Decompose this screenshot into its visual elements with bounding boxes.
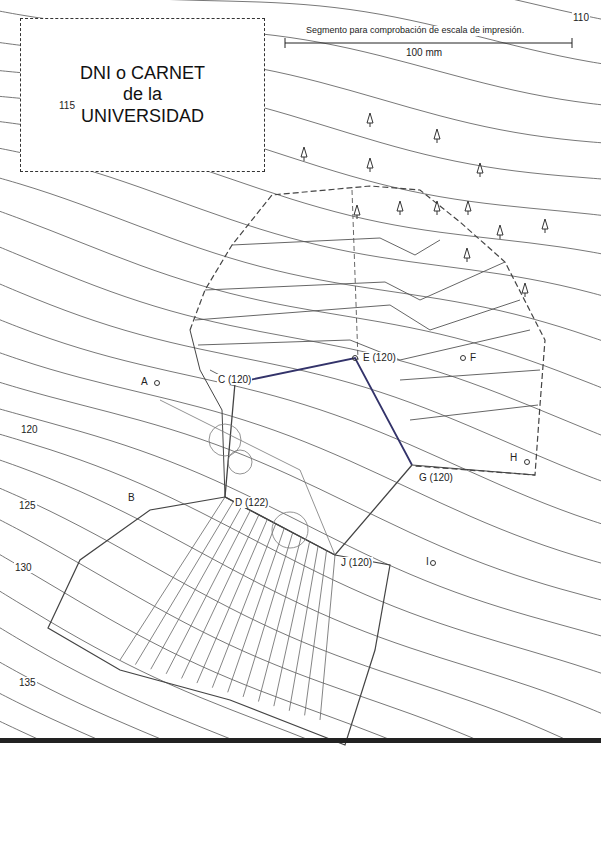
- tree-symbol: [522, 283, 528, 297]
- contour-line: [0, 379, 601, 604]
- tree-symbol: [542, 219, 548, 233]
- contour-line: [0, 585, 601, 742]
- contour-line: [0, 243, 601, 443]
- point-label: E (120): [362, 352, 397, 363]
- slope-hatch: [120, 497, 335, 720]
- hatch-line: [135, 501, 233, 664]
- contour-line: [0, 280, 601, 488]
- hatch-line: [228, 528, 285, 692]
- hatch-line: [305, 551, 327, 716]
- fill-boundary: [190, 330, 225, 497]
- platform-edge: [225, 383, 412, 555]
- contour-label: 130: [14, 562, 33, 573]
- construction-circles: [160, 400, 335, 555]
- contour-label: 135: [18, 677, 37, 688]
- hatch-line: [120, 497, 225, 660]
- tree-symbol: [301, 147, 307, 161]
- scan-edge: [0, 738, 601, 743]
- contour-label: 110: [572, 12, 590, 23]
- contour-line: [0, 431, 601, 679]
- tree-symbol: [464, 248, 470, 262]
- tree-symbols: [301, 113, 548, 297]
- contour-line: [0, 406, 601, 641]
- hatch-line: [197, 519, 267, 683]
- tree-symbol: [497, 225, 503, 239]
- id-card-box: DNI o CARNET de la UNIVERSIDAD: [20, 18, 265, 172]
- tree-symbol: [434, 201, 440, 215]
- contour-line: [0, 208, 601, 395]
- hatch-line: [243, 533, 293, 697]
- contour-line: [0, 457, 601, 722]
- contour-line: [0, 484, 601, 742]
- slope-zone: [48, 497, 390, 745]
- survey-points: [155, 356, 530, 566]
- hatch-line: [289, 546, 318, 711]
- contour-line: [0, 175, 601, 347]
- hatch-line: [151, 506, 242, 669]
- scale-note: Segmento para comprobación de escala de …: [305, 26, 525, 36]
- tree-symbol: [367, 158, 373, 172]
- contour-line: [0, 349, 601, 568]
- point-label: G (120): [418, 472, 454, 483]
- contour-label: 120: [20, 424, 39, 435]
- contour-label: 100 mm: [405, 47, 443, 58]
- point-label: J (120): [340, 557, 373, 568]
- contour-label: 115: [58, 100, 76, 111]
- point-label: F: [469, 352, 477, 363]
- hatch-line: [166, 510, 250, 673]
- fill-contours: [195, 190, 540, 420]
- contour-line: [0, 316, 601, 530]
- point-label: B: [127, 492, 136, 503]
- point-label: D (122): [234, 497, 269, 508]
- hatch-line: [320, 555, 335, 720]
- box-text: DNI o CARNET de la UNIVERSIDAD: [78, 63, 208, 128]
- hatch-line: [212, 524, 275, 688]
- contour-line: [0, 657, 601, 742]
- tree-symbol: [397, 201, 403, 215]
- fill-boundary: [190, 186, 545, 475]
- tree-symbol: [367, 113, 373, 127]
- tree-symbol: [477, 163, 483, 177]
- point-label: C (120): [217, 374, 252, 385]
- contour-line: [0, 515, 601, 742]
- point-label: A: [140, 376, 149, 387]
- contour-line: [0, 688, 601, 742]
- contour-line: [0, 717, 601, 742]
- tree-symbol: [354, 205, 360, 219]
- contour-line: [0, 622, 601, 742]
- tree-symbol: [434, 129, 440, 143]
- tree-symbol: [465, 201, 471, 215]
- point-label: I: [425, 556, 430, 567]
- contour-label: 125: [18, 500, 37, 511]
- platform-edge: [235, 358, 412, 465]
- point-label: H: [509, 452, 518, 463]
